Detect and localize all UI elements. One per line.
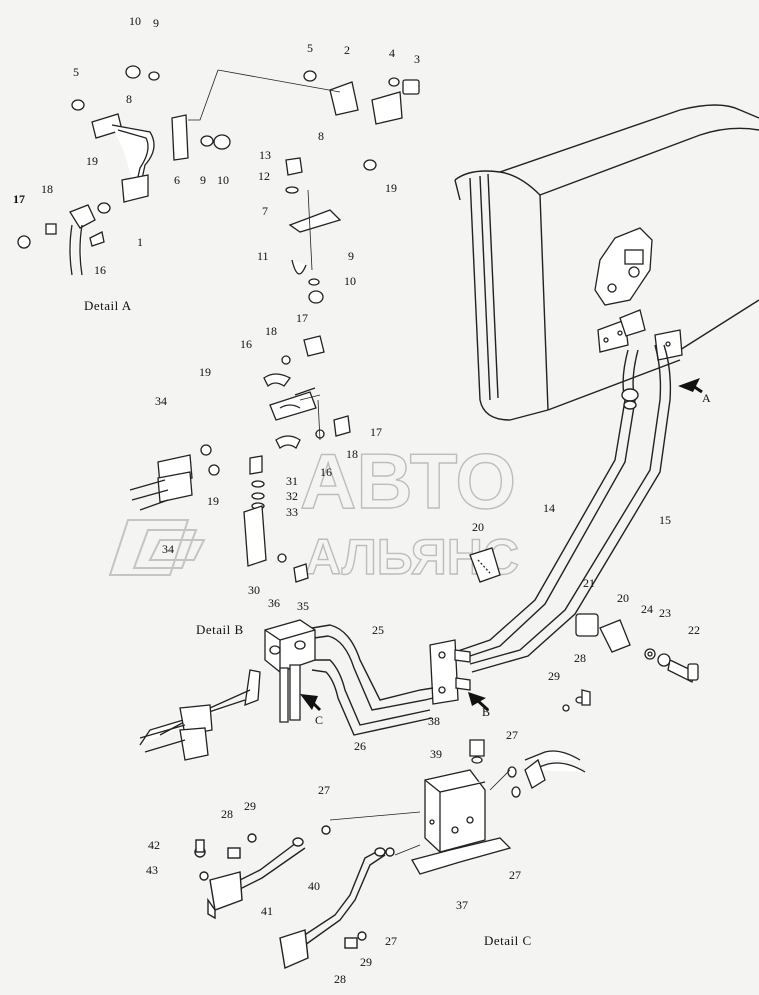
callout-b: 35 bbox=[297, 599, 309, 613]
main-hoses bbox=[454, 344, 672, 673]
callout-main: 23 bbox=[659, 606, 671, 620]
callout-a: 9 bbox=[153, 16, 159, 30]
callout-b: 33 bbox=[286, 505, 298, 519]
callout-a: 9 bbox=[200, 173, 206, 187]
arrow-label-c: C bbox=[315, 713, 323, 727]
callout-b: 31 bbox=[286, 474, 298, 488]
callout-main: 38 bbox=[428, 714, 440, 728]
callout-a: 6 bbox=[174, 173, 180, 187]
callout-a: 7 bbox=[262, 204, 268, 218]
callout-c: 28 bbox=[334, 972, 346, 986]
view-arrow-a: A bbox=[678, 378, 711, 405]
callout-a: 4 bbox=[389, 46, 395, 60]
callout-main: 37 bbox=[456, 898, 468, 912]
callout-a: 5 bbox=[73, 65, 79, 79]
callout-main: 24 bbox=[641, 602, 653, 616]
detail-b-title: Detail B bbox=[196, 622, 244, 637]
callouts-detail-c: 27 28 29 42 43 41 40 27 28 29 bbox=[146, 799, 397, 986]
callout-b: 16 bbox=[240, 337, 252, 351]
callouts-detail-a: 10 9 5 2 4 3 5 8 8 19 6 9 10 13 12 7 19 … bbox=[13, 14, 420, 325]
valve-block-b bbox=[429, 639, 471, 705]
callout-b: 32 bbox=[286, 489, 298, 503]
callout-c: 28 bbox=[221, 807, 233, 821]
callout-main: 27 bbox=[318, 783, 330, 797]
callout-b: 19 bbox=[207, 494, 219, 508]
callout-b: 18 bbox=[265, 324, 277, 338]
hoses-25-26 bbox=[299, 624, 434, 736]
callout-a: 9 bbox=[348, 249, 354, 263]
callout-a: 10 bbox=[217, 173, 229, 187]
callout-a: 8 bbox=[318, 129, 324, 143]
callout-b: 19 bbox=[199, 365, 211, 379]
callout-a: 19 bbox=[86, 154, 98, 168]
callout-main: 22 bbox=[688, 623, 700, 637]
detail-a-title: Detail A bbox=[84, 298, 132, 313]
detail-a-parts bbox=[17, 65, 420, 304]
callout-c: 40 bbox=[308, 879, 320, 893]
callout-a: 10 bbox=[344, 274, 356, 288]
callout-main: 21 bbox=[583, 576, 595, 590]
callout-a: 18 bbox=[41, 182, 53, 196]
callout-a: 2 bbox=[344, 43, 350, 57]
callout-b: 36 bbox=[268, 596, 280, 610]
clamp-parts bbox=[469, 547, 699, 683]
callout-c: 27 bbox=[385, 934, 397, 948]
callout-a: 16 bbox=[94, 263, 106, 277]
callout-main: 28 bbox=[574, 651, 586, 665]
callout-a: 12 bbox=[258, 169, 270, 183]
view-arrow-c: C bbox=[300, 694, 323, 727]
callout-main: 14 bbox=[543, 501, 555, 515]
watermark-logo-icon bbox=[108, 519, 206, 576]
detail-c-parts bbox=[411, 689, 591, 875]
callout-main: 20 bbox=[472, 520, 484, 534]
callout-b: 30 bbox=[248, 583, 260, 597]
callout-a: 3 bbox=[414, 52, 420, 66]
callout-b: 34 bbox=[155, 394, 167, 408]
callout-a: 17 bbox=[13, 192, 25, 206]
control-valve-block bbox=[139, 619, 316, 761]
callout-main: 29 bbox=[548, 669, 560, 683]
callout-a: 13 bbox=[259, 148, 271, 162]
detail-c-leaders bbox=[329, 769, 511, 856]
callout-a: 17 bbox=[296, 311, 308, 325]
callout-c: 43 bbox=[146, 863, 158, 877]
callout-a: 19 bbox=[385, 181, 397, 195]
view-arrow-b: B bbox=[468, 692, 490, 719]
callout-b: 34 bbox=[162, 542, 174, 556]
detail-b-leaders bbox=[299, 394, 321, 441]
detail-a-leaders bbox=[188, 69, 341, 271]
callout-a: 1 bbox=[137, 235, 143, 249]
callout-c: 29 bbox=[244, 799, 256, 813]
callout-a: 10 bbox=[129, 14, 141, 28]
callout-c: 41 bbox=[261, 904, 273, 918]
arrow-label-a: A bbox=[702, 391, 711, 405]
arrow-label-b: B bbox=[482, 705, 490, 719]
detail-c-title: Detail C bbox=[484, 933, 532, 948]
callout-main: 27 bbox=[509, 868, 521, 882]
callout-a: 5 bbox=[307, 41, 313, 55]
callouts-detail-b: 18 16 19 34 17 18 16 31 19 32 33 34 30 3… bbox=[155, 324, 382, 613]
callout-main: 27 bbox=[506, 728, 518, 742]
callouts-main: 14 15 20 21 20 24 23 22 25 26 38 39 28 2… bbox=[318, 501, 700, 912]
callout-c: 29 bbox=[360, 955, 372, 969]
callout-c: 42 bbox=[148, 838, 160, 852]
hoses-40-41 bbox=[194, 825, 395, 969]
callout-main: 20 bbox=[617, 591, 629, 605]
callout-a: 11 bbox=[257, 249, 269, 263]
callout-main: 26 bbox=[354, 739, 366, 753]
watermark-line1: АВТО bbox=[300, 437, 516, 525]
callout-main: 25 bbox=[372, 623, 384, 637]
callout-main: 15 bbox=[659, 513, 671, 527]
callout-a: 8 bbox=[126, 92, 132, 106]
callout-b: 18 bbox=[346, 447, 358, 461]
tank-fittings bbox=[594, 227, 683, 361]
hydraulic-tank bbox=[454, 104, 759, 421]
callout-b: 16 bbox=[320, 465, 332, 479]
callout-main: 39 bbox=[430, 747, 442, 761]
callout-b: 17 bbox=[370, 425, 382, 439]
